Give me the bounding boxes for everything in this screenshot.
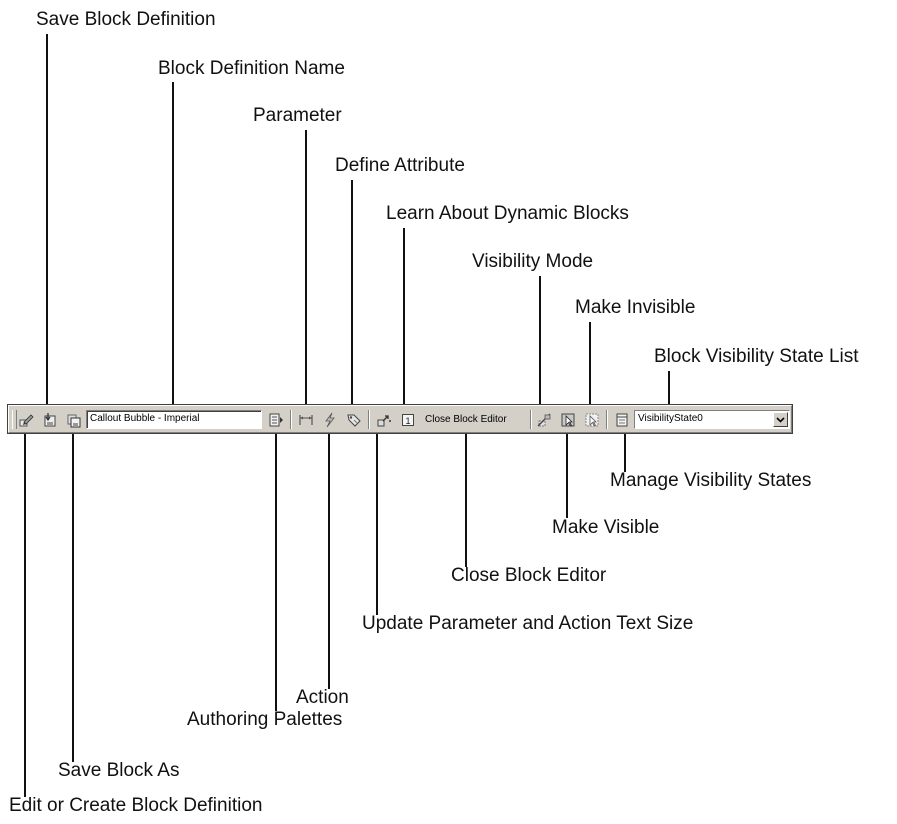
authoring-palettes-icon: [269, 413, 283, 426]
leader-make-visible: [566, 426, 568, 518]
label-action: Action: [296, 687, 349, 708]
label-save-block-as: Save Block As: [58, 760, 180, 781]
label-learn-about-dynamic-blocks: Learn About Dynamic Blocks: [386, 203, 629, 224]
visibility-state-select[interactable]: VisibilityState0: [634, 410, 790, 429]
label-visibility-mode: Visibility Mode: [472, 251, 594, 272]
manage-visibility-states-button[interactable]: [612, 410, 631, 429]
leader-block-definition-name: [172, 82, 174, 412]
leader-close-block-editor: [465, 426, 467, 567]
svg-text:1: 1: [405, 416, 410, 426]
block-definition-name-field[interactable]: Callout Bubble - Imperial: [86, 410, 262, 429]
define-attribute-button[interactable]: [344, 410, 363, 429]
block-editor-toolbar: Callout Bubble - Imperial: [8, 405, 792, 433]
action-icon: [324, 412, 335, 427]
save-block-button[interactable]: [40, 410, 59, 429]
leader-make-invisible: [589, 322, 591, 412]
leader-manage-visibility-states: [624, 426, 626, 472]
leader-save-block-definition: [46, 34, 48, 412]
leader-define-attribute: [351, 180, 353, 412]
make-invisible-button[interactable]: [582, 410, 601, 429]
learn-dynamic-blocks-button[interactable]: 1: [398, 410, 417, 429]
label-update-parameter-text-size: Update Parameter and Action Text Size: [362, 613, 694, 634]
label-block-visibility-state-list: Block Visibility State List: [654, 346, 859, 367]
dropdown-button[interactable]: [773, 412, 788, 427]
leader-authoring-palettes: [275, 426, 277, 711]
update-text-size-icon: [377, 414, 391, 426]
label-define-attribute: Define Attribute: [335, 155, 465, 176]
toolbar-grip[interactable]: [12, 410, 17, 429]
leader-edit-or-create-block-definition: [24, 426, 26, 797]
save-block-icon: [44, 412, 55, 426]
leader-visibility-mode: [539, 276, 541, 412]
chevron-down-icon: [776, 416, 785, 423]
learn-dynamic-blocks-icon: 1: [401, 413, 414, 426]
visibility-state-value: VisibilityState0: [638, 413, 703, 424]
define-attribute-icon: [346, 414, 361, 427]
save-block-as-icon: [67, 414, 80, 427]
action-button[interactable]: [320, 410, 339, 429]
label-save-block-definition: Save Block Definition: [36, 9, 216, 30]
parameter-button[interactable]: [296, 410, 315, 429]
make-invisible-icon: [585, 413, 598, 427]
make-visible-icon: [561, 413, 574, 427]
make-visible-button[interactable]: [558, 410, 577, 429]
label-block-definition-name: Block Definition Name: [158, 58, 345, 79]
leader-save-block-as: [72, 426, 74, 762]
toolbar-separator: [606, 410, 608, 429]
label-parameter: Parameter: [253, 105, 342, 126]
visibility-mode-button[interactable]: [534, 410, 553, 429]
leader-block-visibility-state-list: [668, 371, 670, 412]
label-make-visible: Make Visible: [552, 517, 660, 538]
label-manage-visibility-states: Manage Visibility States: [610, 470, 812, 491]
save-block-as-button[interactable]: [64, 410, 83, 429]
manage-visibility-states-icon: [616, 413, 627, 426]
parameter-icon: [298, 414, 313, 425]
label-make-invisible: Make Invisible: [575, 297, 696, 318]
label-close-block-editor: Close Block Editor: [451, 565, 607, 586]
toolbar-separator: [290, 410, 292, 429]
toolbar-separator: [368, 410, 370, 429]
toolbar-separator: [530, 410, 532, 429]
edit-block-icon: [19, 413, 34, 426]
leader-action: [328, 426, 330, 689]
close-block-editor-button[interactable]: Close Block Editor: [425, 414, 507, 425]
visibility-mode-icon: [537, 413, 550, 426]
label-authoring-palettes: Authoring Palettes: [187, 709, 343, 730]
edit-block-button[interactable]: [16, 410, 35, 429]
authoring-palettes-button[interactable]: [266, 410, 285, 429]
leader-update-parameter-text-size: [376, 426, 378, 615]
label-edit-or-create-block-definition: Edit or Create Block Definition: [9, 795, 263, 816]
leader-parameter: [305, 130, 307, 412]
update-text-size-button[interactable]: [374, 410, 393, 429]
leader-learn-about-dynamic-blocks: [403, 228, 405, 412]
